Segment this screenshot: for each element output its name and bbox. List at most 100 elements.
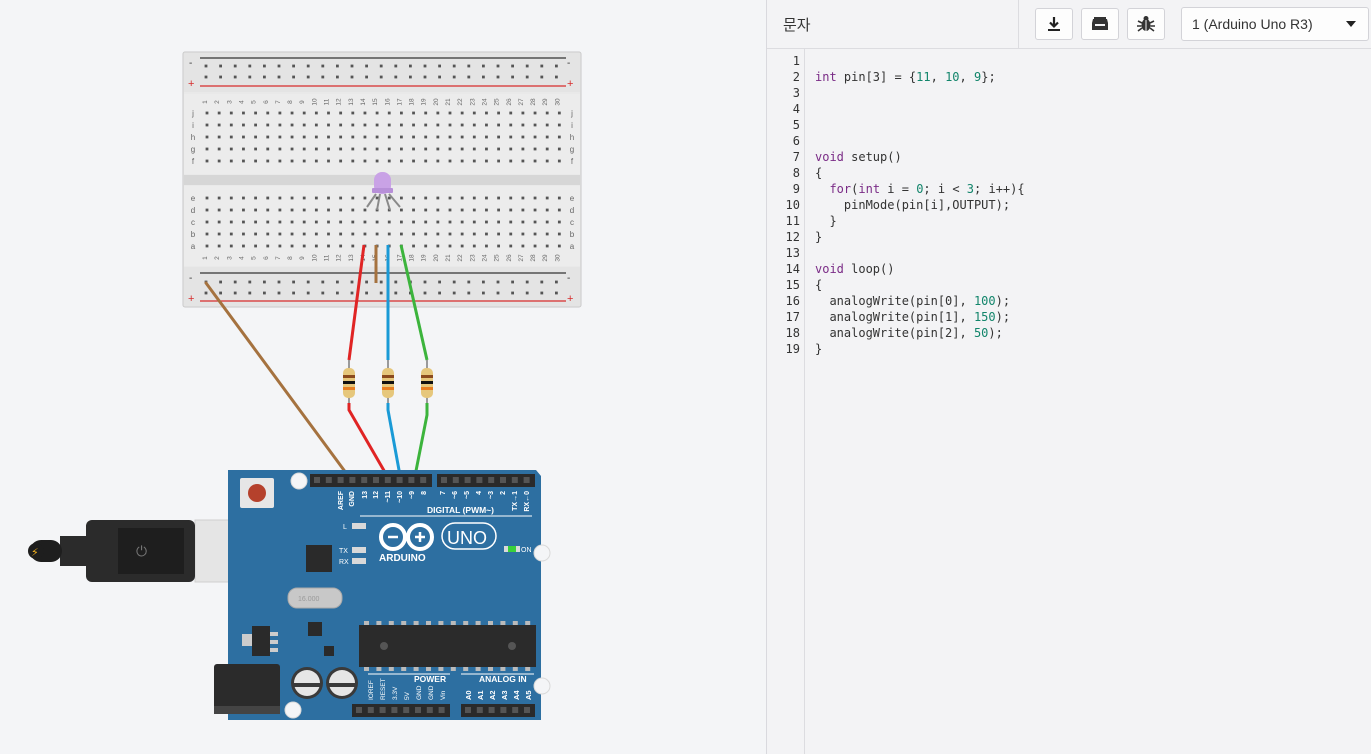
code-line[interactable]: analogWrite(pin[1], 150);	[815, 309, 1010, 325]
wire-blue-bottom[interactable]	[386, 403, 403, 482]
column-number: 27	[518, 98, 525, 106]
breadboard-hole	[521, 123, 525, 127]
breadboard-hole	[545, 208, 549, 212]
resistor-1[interactable]	[343, 360, 355, 403]
breadboard-hole	[290, 147, 294, 151]
code-line[interactable]: analogWrite(pin[2], 50);	[815, 325, 1002, 341]
breadboard-hole	[339, 159, 343, 163]
reset-button-cap[interactable]	[248, 484, 266, 502]
breadboard[interactable]: - - + + 11223344556677889910101111121213…	[182, 51, 582, 308]
code-line[interactable]: {	[815, 165, 822, 181]
rail-hole	[394, 280, 398, 284]
breadboard-hole	[460, 147, 464, 151]
code-line[interactable]: }	[815, 213, 836, 229]
row-letter: j	[570, 109, 573, 118]
breadboard-hole	[497, 135, 500, 139]
breadboard-hole	[521, 111, 525, 115]
code-line[interactable]: int pin[3] = {11, 10, 9};	[815, 69, 996, 85]
led-rx	[352, 558, 366, 564]
debugger-button[interactable]	[1127, 8, 1165, 40]
usb-cable[interactable]: ⏻ ⚡	[28, 519, 278, 583]
analog-header[interactable]	[461, 704, 535, 717]
wires[interactable]	[204, 244, 429, 483]
line-number: 18	[785, 326, 800, 340]
code-token: {	[815, 166, 823, 180]
rail-hole	[467, 280, 471, 284]
circuit-svg[interactable]: - - + + 11223344556677889910101111121213…	[0, 0, 766, 754]
breadboard-hole	[533, 232, 537, 236]
breadboard-hole	[533, 244, 537, 248]
rail-hole	[321, 75, 325, 79]
resistor-3[interactable]	[421, 360, 433, 403]
breadboard-hole	[302, 123, 306, 127]
breadboard-hole	[424, 135, 428, 139]
rail-hole	[482, 64, 485, 68]
library-icon	[1092, 17, 1108, 30]
led-l-label: L	[343, 524, 347, 531]
breadboard-hole	[509, 244, 513, 248]
breadboard-hole	[266, 220, 270, 224]
top-rail-holes	[204, 64, 558, 79]
breadboard-hole	[229, 220, 233, 224]
column-number: 3	[226, 100, 233, 104]
resistor-2[interactable]	[382, 360, 394, 403]
wire-green-top[interactable]	[399, 244, 429, 361]
breadboard-hole	[485, 135, 488, 139]
device-select[interactable]: 1 (Arduino Uno R3)	[1181, 7, 1369, 41]
digital-pin-label: TX→1	[512, 491, 519, 511]
breadboard-hole	[533, 135, 537, 139]
rail-hole	[248, 291, 252, 295]
breadboard-hole	[205, 147, 209, 151]
breadboard-hole	[375, 196, 379, 200]
breadboard-hole	[205, 159, 209, 163]
resistors[interactable]	[343, 360, 433, 403]
code-line[interactable]: for(int i = 0; i < 3; i++){	[815, 181, 1024, 197]
rail-hole	[306, 280, 310, 284]
breadboard-hole	[460, 208, 464, 212]
rail-hole	[496, 291, 500, 295]
rail-hole	[496, 75, 500, 79]
breadboard-hole	[375, 135, 379, 139]
code-line[interactable]: void setup()	[815, 149, 902, 165]
breadboard-hole	[412, 147, 415, 151]
column-number: 29	[542, 254, 549, 262]
library-button[interactable]	[1081, 8, 1119, 40]
code-line[interactable]: pinMode(pin[i],OUTPUT);	[815, 197, 1010, 213]
wire-gnd[interactable]	[204, 281, 354, 483]
breadboard-hole	[278, 123, 282, 127]
rail-hole	[204, 64, 208, 68]
code-token: 100	[973, 294, 996, 308]
rail-hole	[496, 280, 500, 284]
wire-green-bottom[interactable]	[412, 403, 429, 482]
column-number: 26	[506, 254, 513, 262]
rail-hole	[292, 280, 295, 284]
rail-hole	[423, 75, 427, 79]
column-number: 30	[554, 254, 561, 262]
code-line[interactable]: void loop()	[815, 261, 894, 277]
breadboard-hole	[557, 159, 561, 163]
usb-chip	[306, 545, 332, 572]
atmega-chip	[359, 625, 536, 667]
power-header[interactable]	[352, 704, 450, 717]
breadboard-hole	[278, 147, 282, 151]
line-number: 1	[792, 54, 800, 68]
breadboard-hole	[497, 196, 500, 200]
code-line[interactable]: analogWrite(pin[0], 100);	[815, 293, 1010, 309]
code-line[interactable]: {	[815, 277, 822, 293]
power-jack[interactable]	[214, 664, 280, 714]
download-button[interactable]	[1035, 8, 1073, 40]
code-line[interactable]: }	[815, 229, 822, 245]
breadboard-hole	[509, 220, 513, 224]
breadboard-hole	[472, 220, 476, 224]
breadboard-hole	[314, 208, 318, 212]
digital-header-right[interactable]	[437, 474, 535, 487]
code-mode-label[interactable]: 문자	[783, 16, 811, 34]
wire-red-top[interactable]	[347, 244, 366, 361]
code-line[interactable]: }	[815, 341, 822, 357]
wire-red-bottom[interactable]	[347, 403, 392, 482]
rgb-led[interactable]	[366, 172, 401, 211]
breadboard-hole	[339, 111, 343, 115]
